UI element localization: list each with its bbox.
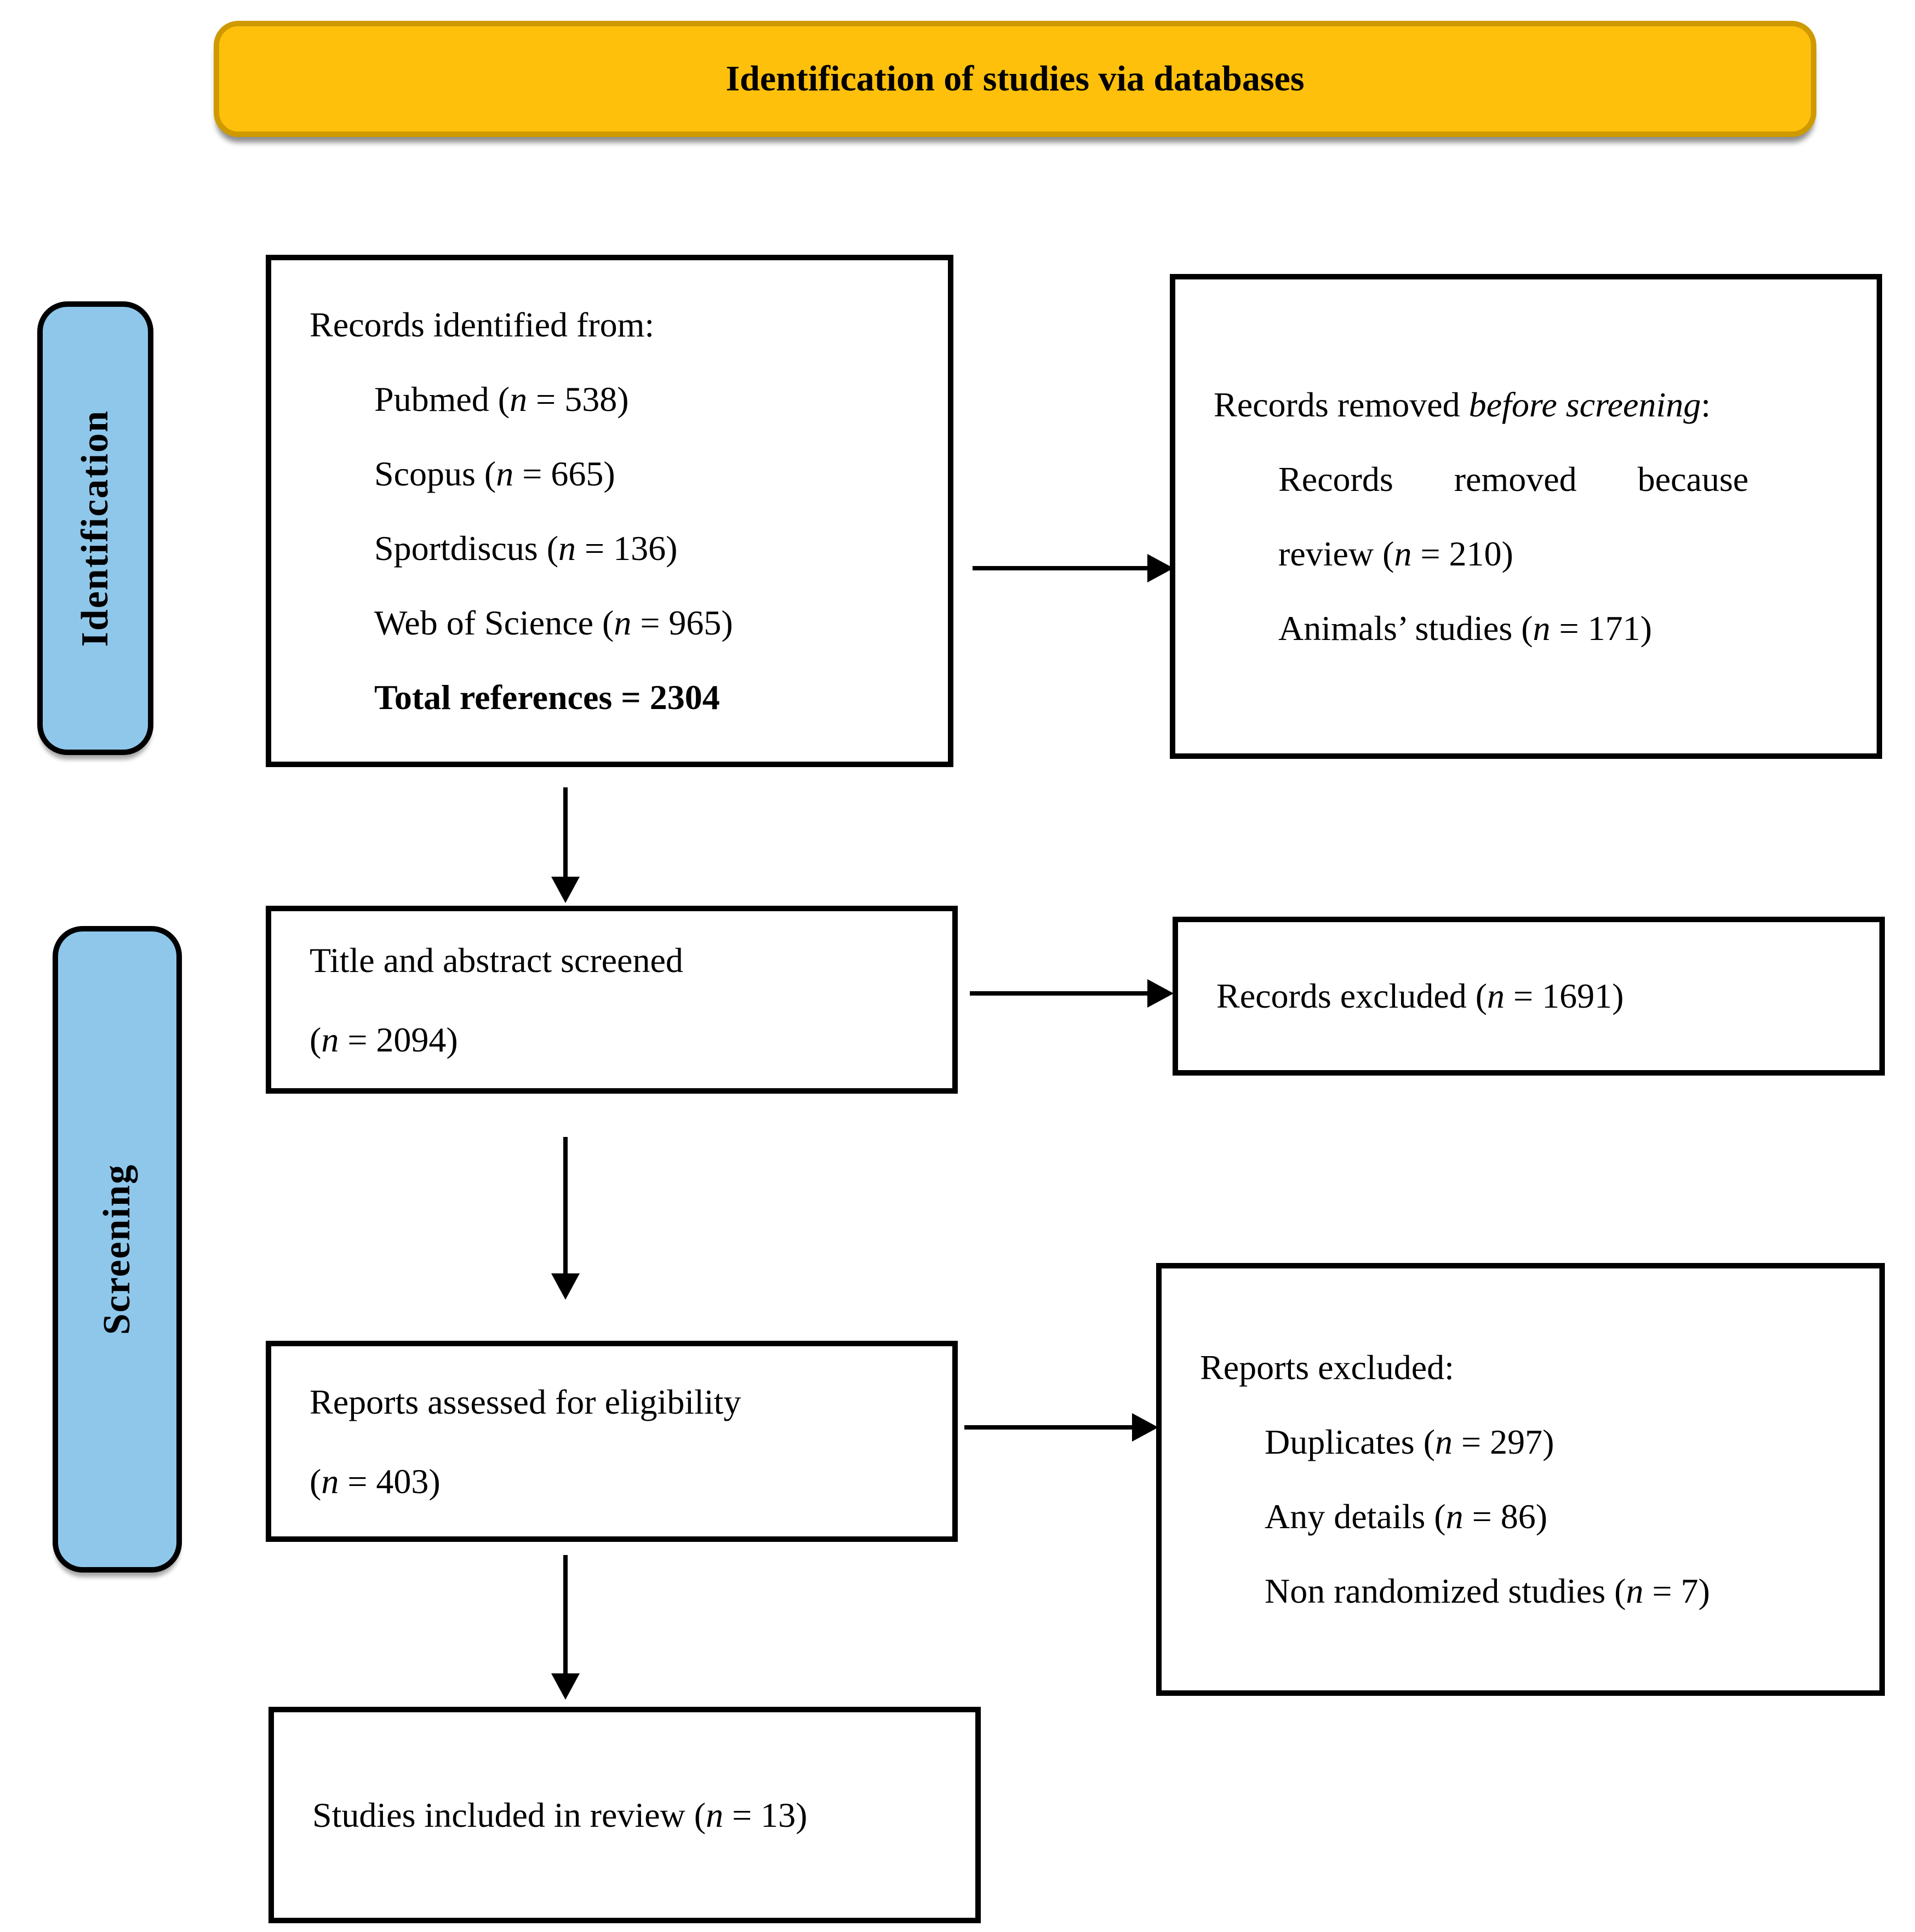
banner: Identification of studies via databases [214,21,1816,137]
box-line: Reports excluded: [1200,1348,1454,1387]
arrow-head-right-icon [1147,554,1174,582]
box-line: (n = 2094) [310,1020,458,1059]
arrow-stem [970,991,1151,996]
box-line: Non randomized studies (n = 7) [1265,1571,1710,1610]
box-line: Animals’ studies (n = 171) [1278,608,1652,648]
arrow-stem [973,566,1151,570]
box-line: Records identified from: [310,305,655,344]
box-reports-assessed: Reports assessed for eligibility (n = 40… [266,1341,958,1542]
banner-title: Identification of studies via databases [725,59,1305,99]
box-title-abstract-screened: Title and abstract screened (n = 2094) [266,906,958,1094]
arrow-stem [563,1555,568,1677]
phase-label-screening-text: Screening [96,1163,138,1335]
phase-label-identification-text: Identification [74,409,116,647]
box-line: Pubmed (n = 538) [374,379,629,419]
box-line: Scopus (n = 665) [374,454,615,493]
arrow-stem [964,1425,1135,1430]
box-line: Sportdiscus (n = 136) [374,528,678,568]
box-line: Web of Science (n = 965) [374,603,733,642]
box-line: Title and abstract screened [310,940,683,980]
arrow-head-right-icon [1147,979,1174,1008]
box-line: Records removed before screening: [1214,385,1711,424]
box-records-identified: Records identified from: Pubmed (n = 538… [266,255,953,767]
phase-label-screening: Screening [53,926,182,1573]
box-studies-included: Studies included in review (n = 13) [268,1707,981,1923]
box-line: Duplicates (n = 297) [1265,1422,1554,1461]
box-records-removed-before-screening: Records removed before screening: Record… [1170,274,1882,759]
arrow-stem [563,787,568,881]
box-line: Studies included in review (n = 13) [312,1795,808,1834]
box-line: Any details (n = 86) [1265,1497,1547,1536]
box-reports-excluded: Reports excluded: Duplicates (n = 297) A… [1156,1263,1885,1696]
box-records-excluded: Records excluded (n = 1691) [1173,917,1885,1076]
box-line: Reports assessed for eligibility [310,1382,741,1421]
arrow-stem [563,1137,568,1277]
arrow-head-down-icon [551,1673,580,1700]
box-line: Records excluded (n = 1691) [1216,976,1624,1015]
arrow-head-right-icon [1132,1413,1158,1442]
box-line: Records removed because [1278,459,1749,499]
box-line: review (n = 210) [1278,534,1513,573]
box-line: (n = 403) [310,1461,441,1501]
phase-label-identification: Identification [37,301,153,755]
box-line: Total references = 2304 [374,677,720,717]
arrow-head-down-icon [551,1273,580,1300]
arrow-head-down-icon [551,877,580,903]
